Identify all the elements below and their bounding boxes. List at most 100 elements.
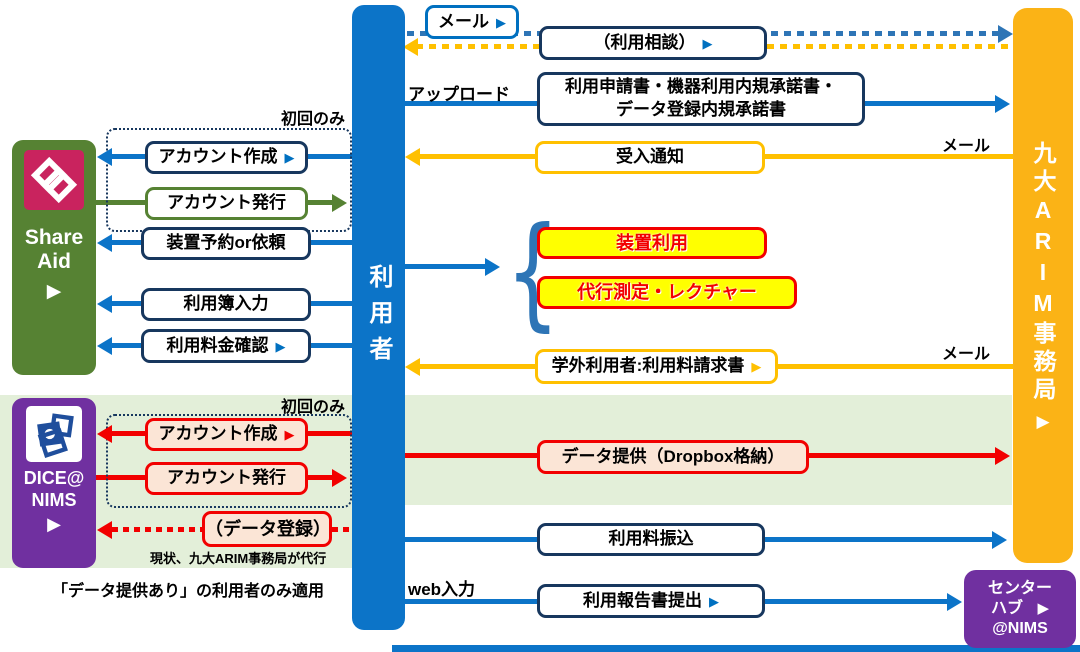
data-register-label: （データ登録） <box>205 518 331 539</box>
arrowhead-right-icon <box>995 447 1010 465</box>
dice-account-issue-label: アカウント発行 <box>167 468 286 488</box>
acceptance-label: 受入通知 <box>616 147 684 167</box>
arrowhead-left-icon <box>97 234 112 252</box>
center-hub-line2: ハブ <box>990 600 1023 617</box>
first-time-label-sa: 初回のみ <box>280 111 345 128</box>
arrowhead-left-icon <box>97 337 112 355</box>
play-icon: ▶ <box>284 427 295 442</box>
play-icon: ▶ <box>496 14 506 30</box>
external-invoice-label: 学外利用者:利用料請求書 <box>551 356 745 376</box>
application-line2: データ登録内規承諾書 <box>616 100 786 119</box>
arrowhead-left-icon <box>405 358 420 376</box>
arrowhead-left-icon <box>97 148 112 166</box>
upload-label: アップロード <box>408 85 510 104</box>
dice-account-create-box[interactable]: アカウント作成 ▶ <box>145 418 308 451</box>
dotted-line-register-left <box>112 527 202 532</box>
line-sa-create-right <box>306 154 352 159</box>
dice-entity[interactable]: DICE@ NIMS ▶ <box>12 398 96 568</box>
share-aid-name-line2: Aid <box>37 250 71 274</box>
dice-link-icon: ▶ <box>47 514 61 535</box>
mail-box-label: メール <box>438 11 489 31</box>
device-reserve-label: 装置予約or依頼 <box>166 233 286 253</box>
play-icon: ▶ <box>702 35 713 51</box>
report-submit-label: 利用報告書提出 <box>583 590 702 610</box>
proxy-measure-label: 代行測定・レクチャー <box>577 282 757 303</box>
line-dice-issue-right <box>306 475 334 480</box>
first-time-label-dice: 初回のみ <box>280 399 345 416</box>
data-provide-box: データ提供（Dropbox格納） <box>537 440 809 474</box>
office-link-icon: ▶ <box>1036 412 1050 431</box>
line-sa-create-left <box>110 154 148 159</box>
fee-transfer-box: 利用料振込 <box>537 523 765 556</box>
arrowhead-right-icon <box>332 469 347 487</box>
dice-name-line1: DICE@ <box>23 468 85 488</box>
dice-account-issue-box: アカウント発行 <box>145 462 308 495</box>
line-sa-issue-right <box>306 200 334 205</box>
mail-box[interactable]: メール ▶ <box>425 5 519 39</box>
line-fee-check-right <box>308 343 352 348</box>
office-column[interactable]: 九大ARIM事務局 ▶ <box>1013 8 1073 563</box>
center-hub-line3: @NIMS <box>992 620 1048 637</box>
center-hub-link-icon: ▶ <box>1037 600 1049 617</box>
line-sa-issue-left <box>96 200 148 205</box>
share-aid-name-line1: Share <box>24 226 84 249</box>
user-column-label: 利用者 <box>365 263 392 372</box>
share-aid-logo-icon <box>24 150 84 210</box>
share-aid-entity[interactable]: Share Aid ▶ <box>12 140 96 375</box>
fee-check-label: 利用料金確認 <box>166 335 269 355</box>
center-hub-box[interactable]: センター ハブ ▶ @NIMS <box>964 570 1076 648</box>
user-column: 利用者 <box>352 5 405 630</box>
play-icon: ▶ <box>275 338 286 354</box>
usage-log-label: 利用簿入力 <box>183 294 269 314</box>
proxy-note-label: 現状、九大ARIM事務局が代行 <box>150 551 327 566</box>
applies-note-label: 「データ提供あり」の利用者のみ適用 <box>52 583 325 600</box>
arrowhead-right-icon <box>995 95 1010 113</box>
application-box: 利用申請書・機器利用内規承諾書・ データ登録内規承諾書 <box>537 72 865 126</box>
line-reserve-left <box>110 240 143 245</box>
line-usage-left <box>110 301 143 306</box>
proxy-measure-box: 代行測定・レクチャー <box>537 276 797 309</box>
line-reserve-right <box>308 240 352 245</box>
arrowhead-right-icon <box>485 258 500 276</box>
arrowhead-left-icon <box>403 38 418 56</box>
arrowhead-left-icon <box>97 521 112 539</box>
external-invoice-box[interactable]: 学外利用者:利用料請求書 ▶ <box>535 349 778 384</box>
line-fee-check-left <box>110 343 143 348</box>
arrowhead-right-icon <box>947 593 962 611</box>
arrowhead-right-icon <box>992 531 1007 549</box>
usage-log-box: 利用簿入力 <box>141 288 311 321</box>
arrowhead-right-icon <box>332 194 347 212</box>
arrowhead-left-icon <box>97 425 112 443</box>
fee-transfer-label: 利用料振込 <box>608 529 694 549</box>
arrowhead-left-icon <box>97 295 112 313</box>
fee-check-box[interactable]: 利用料金確認 ▶ <box>141 329 311 363</box>
web-input-label: web入力 <box>408 580 476 599</box>
dotted-line-register-right <box>332 527 352 532</box>
arrowhead-right-icon <box>998 25 1013 43</box>
device-reserve-box: 装置予約or依頼 <box>141 227 311 260</box>
office-column-label: 九大ARIM事務局 <box>1030 141 1056 405</box>
sa-account-create-box[interactable]: アカウント作成 ▶ <box>145 141 308 174</box>
play-icon: ▶ <box>709 593 719 609</box>
bottom-strip <box>392 645 1080 652</box>
line-device-use <box>405 264 487 269</box>
acceptance-box: 受入通知 <box>535 141 765 174</box>
report-submit-box[interactable]: 利用報告書提出 ▶ <box>537 584 765 618</box>
application-line1: 利用申請書・機器利用内規承諾書・ <box>565 77 837 97</box>
center-hub-line1: センター <box>987 580 1052 597</box>
dice-name-line2: NIMS <box>31 489 77 510</box>
share-aid-link-icon: ▶ <box>46 281 62 303</box>
dice-account-create-label: アカウント作成 <box>158 424 278 444</box>
play-icon: ▶ <box>284 150 295 165</box>
line-dice-create-right <box>306 431 352 436</box>
device-use-label: 装置利用 <box>616 232 688 253</box>
sa-account-issue-box: アカウント発行 <box>145 187 308 220</box>
consult-box[interactable]: （利用相談） ▶ <box>539 26 767 60</box>
data-provide-label: データ提供（Dropbox格納） <box>561 446 785 466</box>
dice-logo-icon <box>26 406 82 462</box>
mail-label-1: メール <box>941 138 990 155</box>
device-use-box: 装置利用 <box>537 227 767 259</box>
consult-label: （利用相談） <box>593 32 696 52</box>
line-dice-issue-left <box>96 475 148 480</box>
